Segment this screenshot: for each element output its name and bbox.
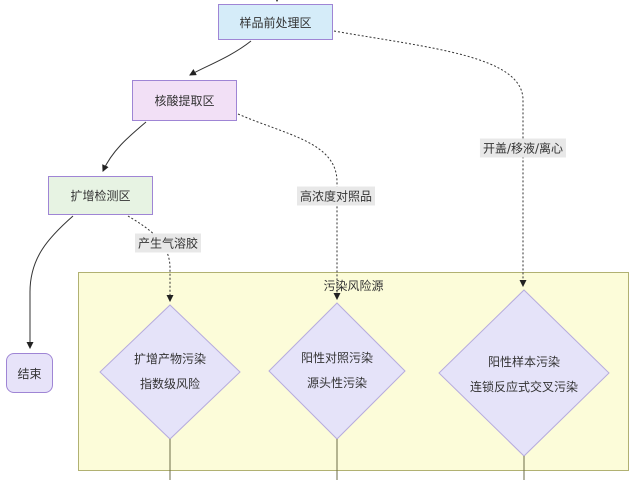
edge-label-high-concentration-control: 高浓度对照品 [296, 186, 376, 206]
diamond1-line1: 扩增产物污染 [133, 352, 207, 366]
node-end: 结束 [6, 353, 53, 393]
node-sample-pretreatment-label: 样品前处理区 [239, 15, 312, 30]
edge-amplification-diamond1 [127, 215, 174, 303]
diamond-positive-sample-text: 阳性样本污染 连锁反应式交叉污染 [470, 350, 578, 400]
edge-amplification-end [26, 215, 74, 350]
node-nucleic-acid-extraction-label: 核酸提取区 [154, 94, 215, 108]
node-nucleic-acid-extraction: 核酸提取区 [132, 80, 237, 121]
edge-extraction-diamond2 [237, 113, 341, 301]
node-amplification-detection: 扩增检测区 [48, 176, 153, 215]
diamond2-line2: 源头性污染 [306, 376, 368, 390]
edge-label-aerosol: 产生气溶胶 [134, 233, 202, 253]
diamond-amplification-product-text: 扩增产物污染 指数级风险 [134, 347, 206, 397]
diamond3-line2: 连锁反应式交叉污染 [469, 380, 579, 394]
node-sample-pretreatment: 样品前处理区 [218, 4, 333, 40]
diamond2-line1: 阳性对照污染 [300, 351, 374, 365]
edge-pretreatment-extraction [189, 40, 252, 76]
diamond3-line1: 阳性样本污染 [487, 355, 561, 369]
diamond-positive-control-text: 阳性对照污染 源头性污染 [301, 346, 373, 396]
risk-container-title: 污染风险源 [323, 279, 384, 293]
edge-pretreatment-diamond3 [333, 30, 527, 288]
node-amplification-detection-label: 扩增检测区 [70, 189, 131, 203]
node-end-label: 结束 [17, 366, 42, 381]
edge-extraction-amplification [102, 121, 147, 172]
edge-label-open-pipette-centrifuge: 开盖/移液/离心 [479, 138, 567, 158]
diamond1-line2: 指数级风险 [139, 377, 201, 391]
